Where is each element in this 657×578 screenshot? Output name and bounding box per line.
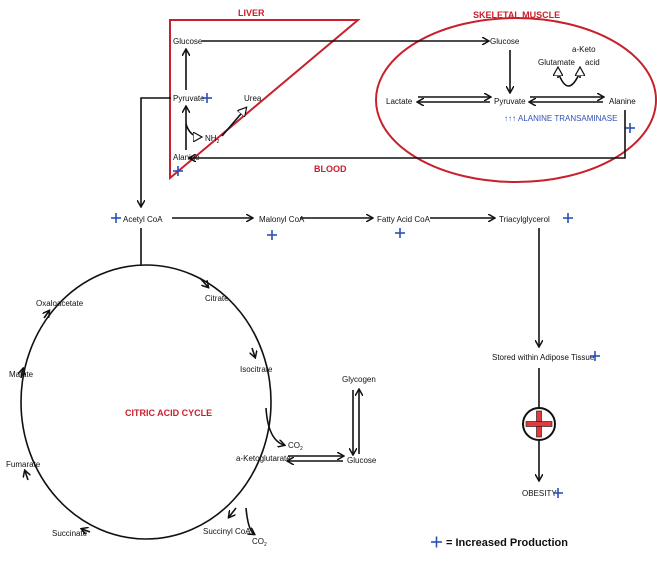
- arrow-alanine-via-blood: [190, 110, 626, 158]
- legend-text: = Increased Production: [446, 537, 568, 549]
- cycle-arrow-succinyl: [229, 507, 237, 517]
- citric-acid-cycle-label: CITRIC ACID CYCLE: [125, 408, 212, 418]
- skeletal-muscle-region: [375, 17, 657, 183]
- cycle-glucose: Glucose: [347, 456, 377, 465]
- cycle-arrow-succinate: [82, 529, 91, 532]
- fatty-acid-coa: Fatty Acid CoA: [377, 215, 431, 224]
- liver-glucose: Glucose: [173, 37, 203, 46]
- arrow-co2-1: [265, 407, 284, 445]
- plus-icon: [267, 230, 277, 240]
- cycle-arrow-fumarate: [25, 471, 28, 481]
- fumarate: Fumarate: [6, 460, 41, 469]
- cycle-arrow-oxaloacetate: [44, 311, 49, 319]
- blood-label: BLOOD: [314, 164, 347, 174]
- arrow-pyruvate-to-acetyl-coa: [141, 97, 171, 206]
- a-ketoglutarate: a-Ketoglutarate: [236, 454, 291, 463]
- plus-icon: [553, 488, 563, 498]
- oxaloacetate: Oxaloacetate: [36, 299, 84, 308]
- cycle-arrow-malate: [21, 369, 23, 379]
- citrate: Citrate: [205, 294, 229, 303]
- muscle-pyruvate: Pyruvate: [494, 97, 526, 106]
- skeletal-muscle-label: SKELETAL MUSCLE: [473, 10, 560, 20]
- cycle-arrow-isocitrate: [252, 347, 255, 357]
- liver-alanine: Alanine: [173, 153, 200, 162]
- legend-plus-icon: [431, 536, 442, 548]
- stored-adipose: Stored within Adipose Tissue: [492, 353, 595, 362]
- isocitrate: Isocitrate: [240, 365, 273, 374]
- plus-icon: [173, 166, 183, 176]
- co2-1: CO2: [288, 441, 303, 452]
- arrow-to-nh2: [185, 123, 201, 137]
- liver-urea: Urea: [244, 94, 262, 103]
- plus-icon: [590, 351, 600, 361]
- red-cross-icon: [522, 407, 556, 441]
- arrow-co2-2: [245, 507, 254, 534]
- liver-region: [169, 19, 361, 181]
- liver-label: LIVER: [238, 8, 265, 18]
- malonyl-coa: Malonyl CoA: [259, 215, 305, 224]
- plus-icon: [625, 123, 635, 133]
- succinyl-coa: Succinyl CoA: [203, 527, 251, 536]
- plus-icon: [111, 213, 121, 223]
- malate: Malate: [9, 370, 34, 379]
- plus-icon: [202, 93, 212, 103]
- liver-pyruvate: Pyruvate: [173, 94, 205, 103]
- plus-icon: [563, 213, 573, 223]
- triacylglycerol: Triacylglycerol: [499, 215, 550, 224]
- plus-icon: [395, 228, 405, 238]
- co2-2: CO2: [252, 537, 267, 548]
- citric-acid-cycle-ring: [20, 264, 272, 540]
- liver-nh2: NH2: [205, 134, 220, 145]
- arrow-nh2-to-urea: [221, 108, 246, 137]
- enzyme-label: ↑↑↑ALANINE TRANSAMINASE: [504, 114, 617, 123]
- muscle-glutamate: Glutamate: [538, 58, 575, 67]
- muscle-alanine: Alanine: [609, 97, 636, 106]
- acetyl-coa: Acetyl CoA: [123, 215, 163, 224]
- succinate: Succinate: [52, 529, 88, 538]
- cycle-arrow-citrate: [199, 277, 208, 287]
- transamination-curve: [557, 71, 581, 87]
- glycogen: Glycogen: [342, 375, 376, 384]
- muscle-acid: acid: [585, 58, 600, 67]
- muscle-glucose: Glucose: [490, 37, 520, 46]
- muscle-a-keto: a-Keto: [572, 45, 596, 54]
- obesity: OBESITY: [522, 489, 557, 498]
- muscle-lactate: Lactate: [386, 97, 413, 106]
